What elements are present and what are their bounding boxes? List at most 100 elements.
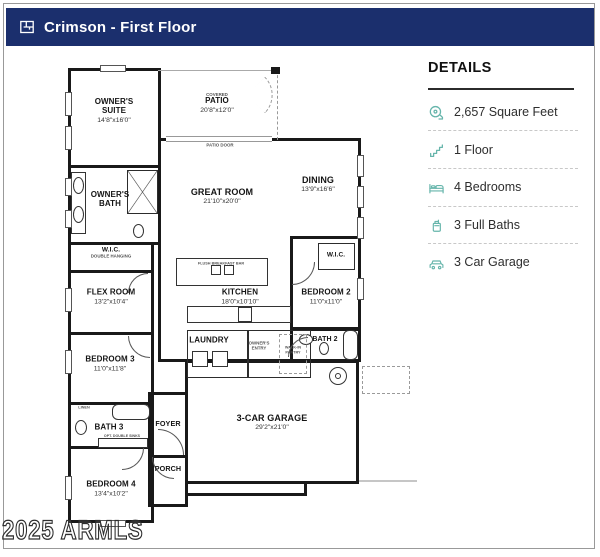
room-name: FLEX ROOM	[86, 287, 136, 297]
window	[100, 520, 126, 527]
washer	[192, 351, 208, 367]
room-label-dining: DINING 13'9"x16'6"	[301, 175, 335, 193]
bathtub	[343, 330, 358, 360]
row-divider	[428, 206, 578, 207]
bath-icon	[428, 217, 445, 234]
page-title: Crimson - First Floor	[44, 18, 197, 36]
annotation-island: FLUSH BREAKFAST BAR	[198, 262, 244, 267]
wall-porch	[148, 455, 188, 507]
window	[357, 278, 364, 300]
room-name: OWNER'S ENTRY	[248, 340, 270, 351]
patio-door	[166, 136, 272, 142]
dryer	[212, 351, 228, 367]
window	[65, 210, 72, 228]
room-label-bath-2: BATH 2	[312, 336, 337, 344]
room-name: W.I.C.	[101, 246, 121, 254]
room-name: 3-CAR GARAGE	[236, 412, 308, 423]
watermark: 2025 ARMLS	[1, 514, 144, 545]
room-dims: 20'8"x12'0"	[200, 107, 234, 115]
room-name: FOYER	[155, 418, 181, 428]
wall-owners-entry	[247, 330, 311, 378]
window	[65, 288, 72, 312]
row-divider	[428, 168, 578, 169]
details-divider	[428, 88, 574, 90]
row-divider	[428, 130, 578, 131]
room-label-bedroom-4: BEDROOM 4 13'4"x10'2"	[86, 479, 136, 498]
detail-label: 3 Full Baths	[454, 218, 521, 232]
window	[357, 217, 364, 239]
window	[65, 178, 72, 196]
annotation-pantry: WALK-IN PANTRY	[280, 345, 306, 354]
window	[65, 92, 72, 116]
floorplan-icon	[19, 19, 35, 35]
room-name: DINING	[301, 174, 335, 185]
toilet	[133, 224, 144, 238]
wall-wic-bedroom2	[318, 243, 355, 270]
room-label-great-room: GREAT ROOM 21'10"x20'0"	[191, 187, 253, 205]
stairs-icon	[428, 142, 445, 159]
wall-garage-step	[185, 482, 307, 496]
room-label-porch: PORCH	[155, 464, 181, 473]
window	[65, 476, 72, 500]
room-dims: 13'4"x10'2"	[94, 490, 128, 498]
room-name: GREAT ROOM	[190, 186, 254, 197]
vanity-counter	[98, 438, 148, 448]
room-label-bedroom-3: BEDROOM 3 11'0"x11'8"	[85, 355, 134, 373]
window	[357, 186, 364, 208]
room-dims: 14'8"x16'0"	[97, 116, 131, 124]
room-dims: 29'2"x21'0"	[255, 424, 289, 432]
window	[100, 65, 126, 72]
room-label-owners-entry: OWNER'S ENTRY	[245, 341, 273, 352]
annotation-text: FLUSH BREAKFAST BAR	[197, 261, 245, 266]
room-label-bedroom-2: BEDROOM 2 11'0"x11'0"	[301, 288, 350, 306]
cooktop	[224, 265, 234, 275]
room-name: BATH 3	[94, 422, 124, 432]
content-frame	[3, 3, 595, 549]
room-dims: 13'9"x16'6"	[301, 186, 335, 194]
annotation-patio-door: PATIO DOOR	[206, 142, 233, 147]
room-label-kitchen: KITCHEN 18'0"x10'10"	[221, 288, 259, 306]
room-name: OWNER'S BATH	[90, 190, 130, 208]
detail-label: 1 Floor	[454, 143, 493, 157]
room-label-patio: COVERED PATIO 20'8"x12'0"	[200, 92, 234, 114]
detail-row-bedrooms: 4 Bedrooms	[428, 177, 521, 197]
sink	[75, 420, 87, 435]
window	[65, 126, 72, 150]
annotation-text: WALK-IN PANTRY	[284, 345, 302, 354]
room-dims: 18'0"x10'10"	[221, 298, 259, 306]
driveway-line	[359, 480, 417, 482]
room-dims: 11'0"x11'0"	[309, 298, 343, 306]
sink	[73, 206, 84, 223]
cooktop	[211, 265, 221, 275]
annotation-opt-sinks: OPT. DOUBLE SINKS	[104, 434, 140, 438]
detail-label: 3 Car Garage	[454, 255, 530, 269]
room-note: DOUBLE HANGING	[90, 253, 132, 259]
area-icon	[428, 104, 445, 121]
room-label-bath-3: BATH 3	[94, 422, 124, 433]
room-dims: 13'2"x10'4"	[94, 298, 128, 306]
room-name: OWNER'S SUITE	[94, 97, 134, 115]
room-name: BEDROOM 4	[86, 479, 136, 489]
room-note: COVERED	[206, 91, 228, 97]
annotation-linen: LINEN	[78, 406, 89, 411]
room-label-foyer: FOYER	[155, 418, 181, 428]
window	[357, 155, 364, 177]
room-name: BATH 2	[312, 336, 338, 344]
room-label-owners-suite: OWNER'S SUITE 14'8"x16'0"	[87, 97, 141, 124]
detail-label: 2,657 Square Feet	[454, 105, 558, 119]
annotation-text: LINEN	[78, 405, 90, 410]
bed-icon	[428, 179, 445, 196]
room-label-wic-owners: W.I.C. DOUBLE HANGING	[91, 247, 132, 260]
room-name: LAUNDRY	[189, 335, 229, 345]
detail-row-baths: 3 Full Baths	[428, 215, 520, 235]
room-label-laundry: LAUNDRY	[189, 335, 229, 346]
detail-row-square-feet: 2,657 Square Feet	[428, 102, 558, 122]
annotation-text: OPT. DOUBLE SINKS	[103, 433, 141, 438]
room-label-garage: 3-CAR GARAGE 29'2"x21'0"	[237, 413, 308, 431]
range	[238, 307, 252, 322]
detail-row-floors: 1 Floor	[428, 140, 493, 160]
water-heater-core	[335, 373, 341, 379]
garage-icon	[428, 254, 445, 271]
kitchen-island	[176, 258, 268, 286]
